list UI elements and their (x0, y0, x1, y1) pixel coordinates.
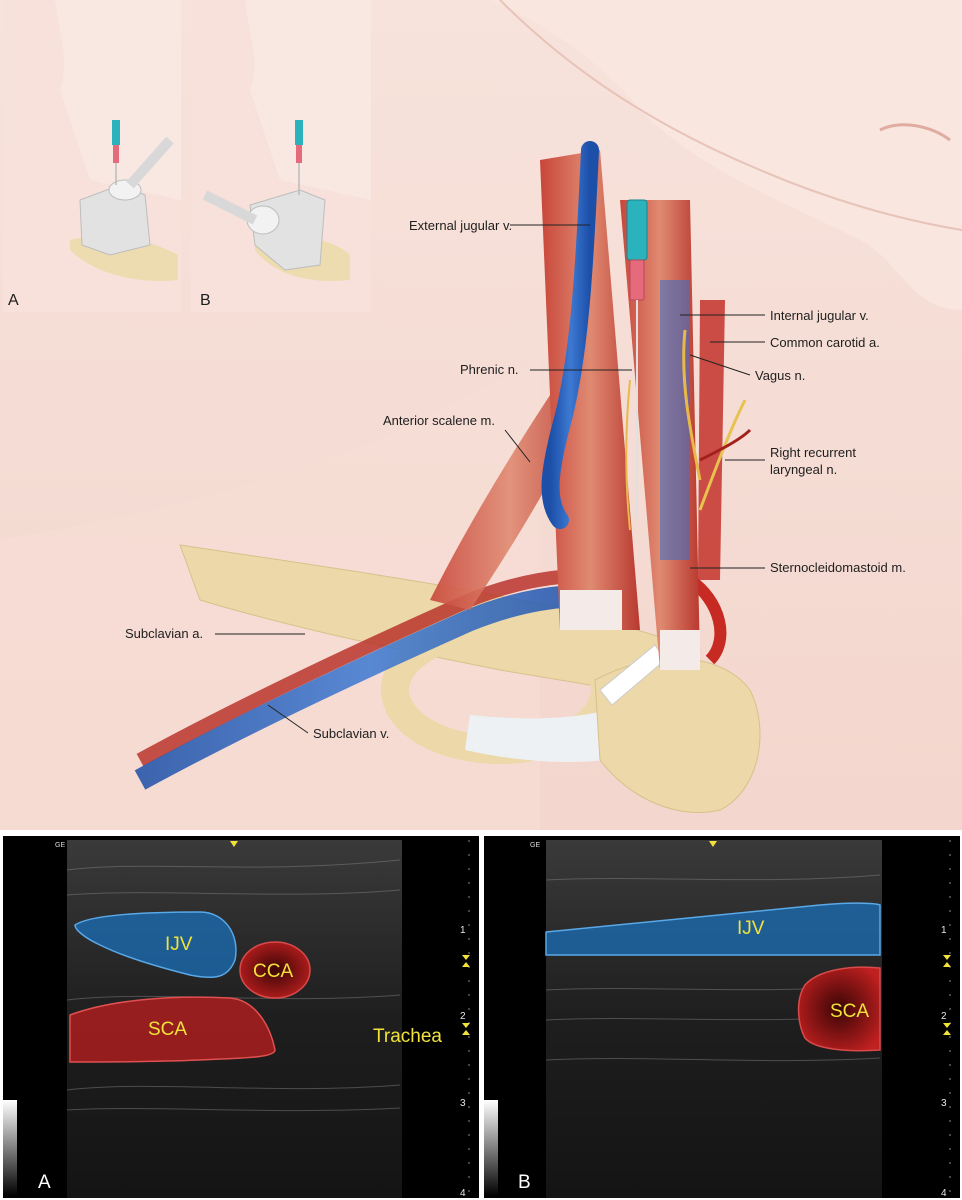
ultrasound-a-depth-1: 1 (460, 925, 466, 936)
label-recurrent-laryngeal-2: laryngeal n. (770, 462, 837, 477)
label-leaders (215, 224, 765, 734)
ultrasound-b-marker-icon (709, 841, 717, 847)
recurrent-laryngeal-nerve (698, 399, 747, 511)
ultrasound-b-depth-3: 3 (941, 1098, 947, 1109)
ultrasound-b-sca-overlay (797, 966, 881, 1052)
label-common-carotid: Common carotid a. (770, 335, 880, 350)
ultrasound-a-depth-4: 4 (460, 1188, 466, 1199)
ultrasound-b-ijv-overlay (545, 902, 881, 956)
common-carotid-artery (698, 300, 725, 580)
ultrasound-a-focus-icon-2 (462, 1023, 470, 1035)
subclavian-vessels (134, 568, 727, 790)
label-vagus: Vagus n. (755, 368, 805, 383)
label-recurrent-laryngeal-1: Right recurrent (770, 445, 856, 460)
ultrasound-panel-b: GE IJV SCA 1 2 3 4 B (484, 836, 960, 1199)
label-subclavian-vein: Subclavian v. (313, 726, 389, 741)
ultrasound-a-cca-overlay (239, 941, 311, 999)
ultrasound-b-depth-2: 2 (941, 1011, 947, 1022)
ultrasound-a-ijv-label: IJV (165, 934, 193, 955)
ultrasound-b-ijv-label: IJV (737, 918, 765, 939)
ultrasound-a-cca-label: CCA (253, 961, 293, 982)
ultrasound-a-depth-3: 3 (460, 1098, 466, 1109)
ultrasound-a-depth-2: 2 (460, 1011, 466, 1022)
ultrasound-a-sca-label: SCA (148, 1019, 187, 1040)
label-subclavian-artery: Subclavian a. (125, 626, 203, 641)
ultrasound-b-depth-1: 1 (941, 925, 947, 936)
label-external-jugular: External jugular v. (409, 218, 512, 233)
ultrasound-b-grayscale-bar (484, 1100, 498, 1196)
external-jugular-vein (541, 141, 599, 529)
needle-icon (626, 199, 648, 520)
ultrasound-b-brand: GE (530, 842, 540, 849)
ultrasound-a-marker-icon (230, 841, 238, 847)
main-illustration: External jugular v. Internal jugular v. … (0, 0, 962, 830)
ultrasound-a-brand: GE (55, 842, 65, 849)
ultrasound-a-focus-icon (462, 955, 470, 967)
ultrasound-b-sca-label: SCA (830, 1001, 869, 1022)
ultrasound-a-trachea-label: Trachea (373, 1026, 442, 1047)
ultrasound-a-sca-overlay (69, 996, 276, 1063)
ultrasound-a-letter: A (38, 1172, 51, 1193)
inset-panel-a: A (3, 0, 181, 312)
label-internal-jugular: Internal jugular v. (770, 308, 869, 323)
vagus-nerve (682, 329, 702, 481)
inset-a-letter: A (8, 292, 19, 309)
ultrasound-b-focus-icon (943, 955, 951, 967)
ultrasound-a-ijv-overlay (74, 911, 237, 979)
phrenic-nerve (625, 379, 631, 531)
label-sternocleidomastoid: Sternocleidomastoid m. (770, 560, 906, 575)
ultrasound-a-grayscale-bar (3, 1100, 17, 1196)
inset-b-letter: B (200, 292, 211, 309)
internal-jugular-vein (660, 280, 690, 560)
ultrasound-b-letter: B (518, 1172, 531, 1193)
label-anterior-scalene: Anterior scalene m. (383, 413, 495, 428)
ultrasound-b-depth-4: 4 (941, 1188, 947, 1199)
inset-panel-b: B (191, 0, 371, 312)
label-phrenic: Phrenic n. (460, 362, 519, 377)
ultrasound-b-focus-icon-2 (943, 1023, 951, 1035)
ultrasound-panel-a: GE IJV CCA SCA Trachea 1 2 3 4 A (3, 836, 479, 1199)
